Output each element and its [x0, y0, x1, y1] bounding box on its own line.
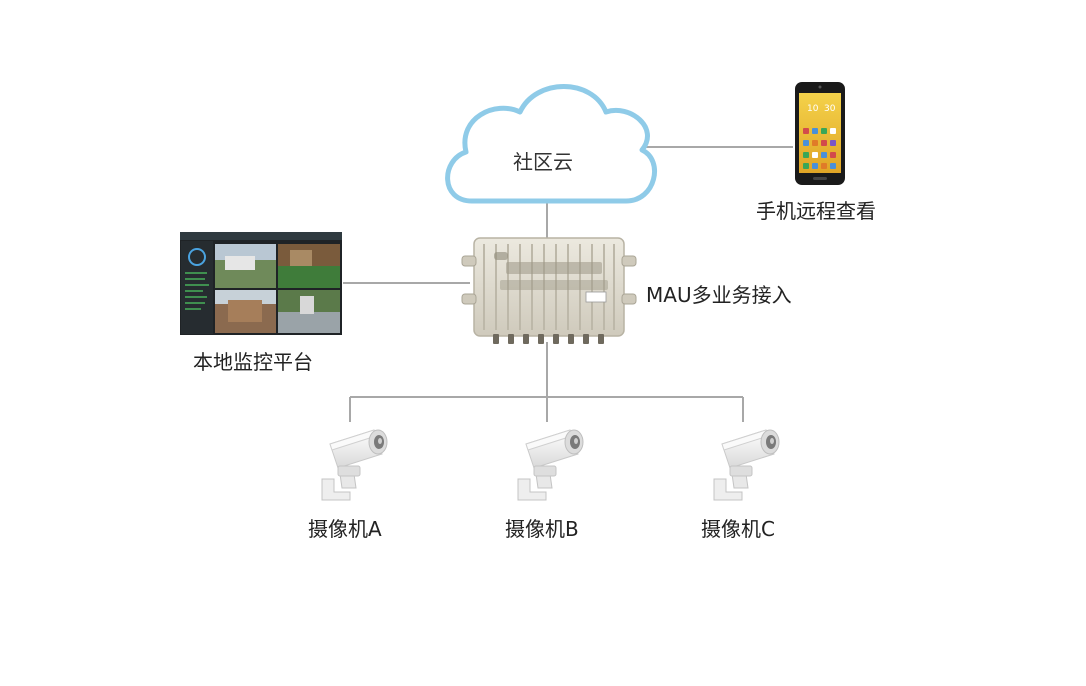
camera-c-label: 摄像机C [701, 513, 775, 542]
phone-clock-minute: 30 [824, 104, 836, 114]
camera-a-icon [322, 430, 387, 500]
mau-device-icon [462, 238, 636, 344]
phone-clock-hour: 10 [807, 104, 819, 114]
camera-b-icon [518, 430, 583, 500]
monitor-screen-icon [180, 232, 342, 335]
camera-c-icon [714, 430, 779, 500]
platform-label: 本地监控平台 [193, 346, 313, 375]
cloud-icon [448, 87, 655, 202]
cloud-label: 社区云 [513, 146, 573, 175]
camera-b-label: 摄像机B [505, 513, 579, 542]
phone-label: 手机远程查看 [756, 195, 876, 224]
hub-label: MAU多业务接入 [646, 279, 792, 308]
smartphone-icon: 10 30 [795, 82, 845, 185]
camera-a-label: 摄像机A [308, 513, 382, 542]
